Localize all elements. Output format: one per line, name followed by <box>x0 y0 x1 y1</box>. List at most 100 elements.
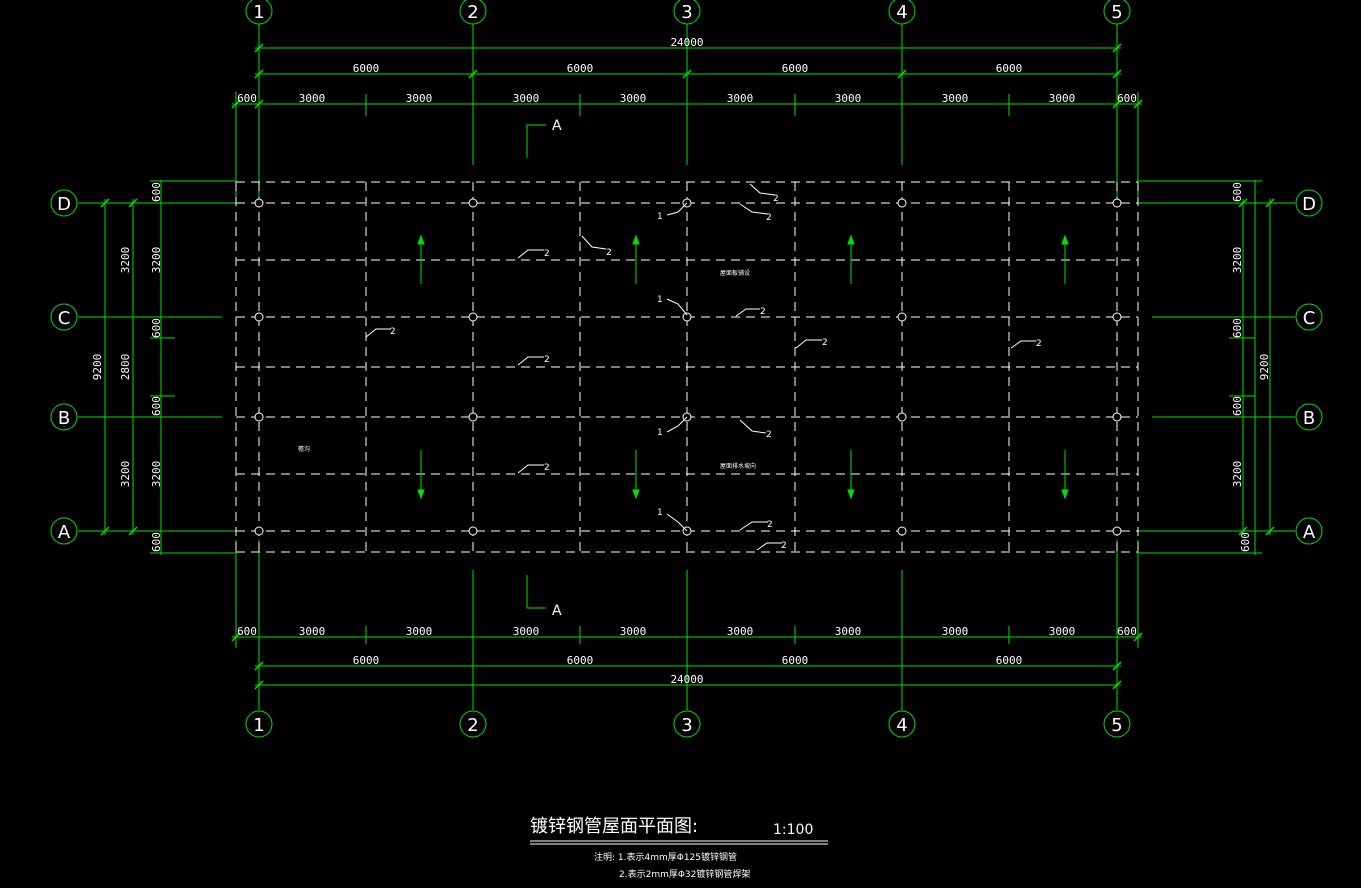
column-bubble-3-top: 3 <box>673 0 701 25</box>
dim-half-bay: 3000 <box>835 625 862 638</box>
row-label: C <box>58 308 71 329</box>
roof-label-bottom: 屋面排水坡向 <box>720 462 756 470</box>
row-label: A <box>1303 522 1316 543</box>
dim-overhang: 600 <box>1231 396 1244 416</box>
tag-1: 1 <box>657 428 663 438</box>
dim-overhang: 600 <box>150 318 163 338</box>
tag-2: 2 <box>766 430 772 440</box>
tag-1: 1 <box>657 508 663 518</box>
column-label: 1 <box>253 715 264 736</box>
dim-row-bay: 3200 <box>119 247 132 274</box>
dim-bay: 6000 <box>782 654 809 667</box>
row-label: A <box>58 522 71 543</box>
row-bubble-a-left: A <box>50 517 78 545</box>
dim-row-bay: 3200 <box>1231 461 1244 488</box>
row-bubble-b-right: B <box>1295 403 1323 431</box>
dim-bay: 6000 <box>353 62 380 75</box>
note-2: 2.表示2mm厚Φ32镀锌钢管焊架 <box>619 868 750 880</box>
dim-bay: 6000 <box>567 62 594 75</box>
tag-2: 2 <box>766 213 772 223</box>
dim-half-bay: 3000 <box>299 92 326 105</box>
dim-overall-bottom: 24000 <box>670 673 703 686</box>
row-bubble-d-right: D <box>1295 189 1323 217</box>
column-bubble-3-bottom: 3 <box>673 710 701 738</box>
row-bubble-b-left: B <box>50 403 78 431</box>
dim-half-bay: 3000 <box>942 92 969 105</box>
row-label: D <box>1302 194 1316 215</box>
tag-2: 2 <box>781 541 787 551</box>
dim-bay: 6000 <box>996 654 1023 667</box>
gutter-label: 檐沟 <box>298 445 310 453</box>
tag-2: 2 <box>544 355 550 365</box>
section-mark-bottom: A <box>552 603 562 619</box>
dim-overhang: 600 <box>1231 318 1244 338</box>
title-block: 镀锌钢管屋面平面图: 1:100 注明: 1.表示4mm厚Φ125镀锌钢管 2.… <box>530 816 828 880</box>
note-1: 注明: 1.表示4mm厚Φ125镀锌钢管 <box>594 851 737 863</box>
column-label: 4 <box>896 715 907 736</box>
row-bubble-c-right: C <box>1295 303 1323 331</box>
tag-2: 2 <box>767 520 773 530</box>
dim-half-bay: 3000 <box>835 92 862 105</box>
tag-2: 2 <box>760 307 766 317</box>
dim-half-bay: 3000 <box>406 92 433 105</box>
dim-bay: 6000 <box>353 654 380 667</box>
tag-2: 2 <box>1036 339 1042 349</box>
section-mark-top: A <box>552 118 562 134</box>
tag-2: 2 <box>773 194 779 204</box>
dim-bay: 6000 <box>782 62 809 75</box>
dim-overhang: 600 <box>1117 92 1137 105</box>
column-label: 3 <box>681 2 692 23</box>
dim-row-bay-mid: 2800 <box>119 354 132 381</box>
dim-overhang: 600 <box>150 532 163 552</box>
column-bubble-1-top: 1 <box>245 0 273 25</box>
dim-half-bay: 3000 <box>620 625 647 638</box>
roof-grid-linework <box>235 181 1139 553</box>
row-label: D <box>57 194 71 215</box>
row-bubble-a-right: A <box>1295 517 1323 545</box>
row-label: C <box>1303 308 1316 329</box>
dim-half-bay: 3000 <box>727 625 754 638</box>
dim-half-bay: 3000 <box>513 625 540 638</box>
dim-row-bay: 3200 <box>1231 247 1244 274</box>
column-label: 3 <box>681 715 692 736</box>
drawing-scale: 1:100 <box>773 822 813 838</box>
column-bubble-2-top: 2 <box>459 0 487 25</box>
tag-1: 1 <box>657 212 663 222</box>
dim-row-bay: 3200 <box>150 461 163 488</box>
column-bubble-2-bottom: 2 <box>459 710 487 738</box>
dim-overhang: 600 <box>237 625 257 638</box>
dim-half-bay: 3000 <box>1049 92 1076 105</box>
row-label: B <box>1303 408 1315 429</box>
tag-2: 2 <box>822 338 828 348</box>
column-label: 2 <box>467 2 478 23</box>
tag-2: 2 <box>390 327 396 337</box>
column-bubble-1-bottom: 1 <box>245 710 273 738</box>
dim-overhang: 600 <box>1117 625 1137 638</box>
column-label: 5 <box>1111 2 1122 23</box>
dim-row-bay: 3200 <box>150 247 163 274</box>
tag-leaders <box>365 183 1036 551</box>
dim-row-bay: 3200 <box>119 461 132 488</box>
column-label: 5 <box>1111 715 1122 736</box>
dimension-linework <box>78 24 1295 710</box>
column-label: 1 <box>253 2 264 23</box>
dim-overall-top: 24000 <box>670 36 703 49</box>
dim-half-bay: 3000 <box>513 92 540 105</box>
drawing-title: 镀锌钢管屋面平面图: <box>530 816 698 837</box>
dim-half-bay: 3000 <box>942 625 969 638</box>
slope-arrows <box>417 234 1069 500</box>
dim-bay: 6000 <box>567 654 594 667</box>
dim-half-bay: 3000 <box>620 92 647 105</box>
dim-overhang: 600 <box>150 396 163 416</box>
column-label: 2 <box>467 715 478 736</box>
dim-half-bay: 3000 <box>727 92 754 105</box>
row-label: B <box>58 408 70 429</box>
dim-overhang: 600 <box>150 182 163 202</box>
tag-2: 2 <box>606 248 612 258</box>
dim-overhang: 600 <box>237 92 257 105</box>
dim-overall-width: 9200 <box>1258 354 1271 381</box>
dim-overhang: 600 <box>1239 532 1252 552</box>
dim-half-bay: 3000 <box>1049 625 1076 638</box>
